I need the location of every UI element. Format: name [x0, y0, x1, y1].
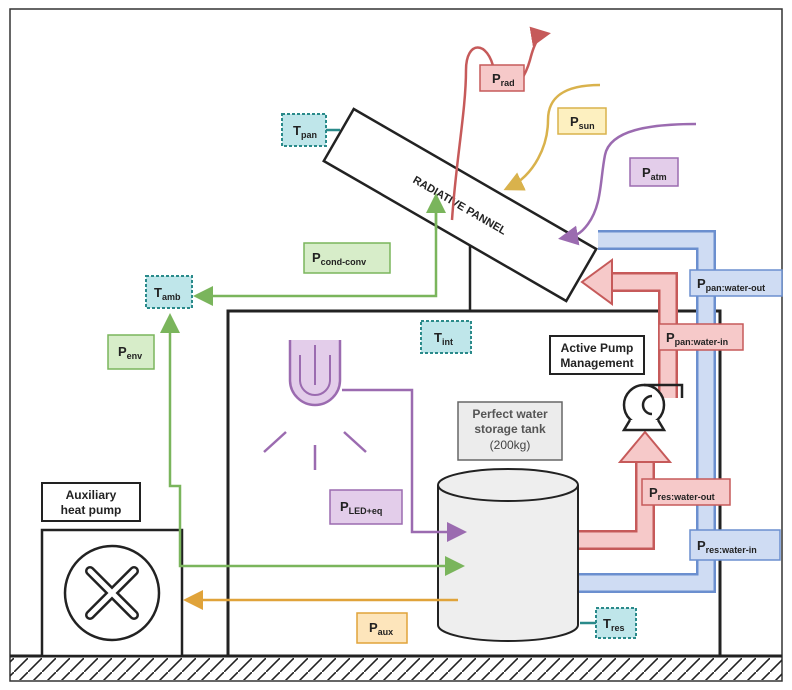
- svg-text:Ppan:water-in: Ppan:water-in: [666, 330, 728, 347]
- label-p-led: PLED+eq: [329, 489, 403, 525]
- label-t-amb: Tamb: [145, 275, 193, 309]
- tank-label-box: [457, 401, 563, 461]
- label-p-res-in: Pres:water-in: [689, 529, 781, 561]
- tank-label-1: Perfect water: [472, 407, 548, 421]
- label-p-env: Penv: [107, 334, 155, 370]
- pump-icon: [621, 383, 684, 432]
- pump-label-box: [549, 335, 645, 375]
- svg-text:Paux: Paux: [369, 620, 393, 637]
- svg-text:Tres: Tres: [603, 616, 624, 633]
- p-led-arrow: [342, 388, 467, 542]
- tank-label-2: storage tank: [474, 422, 546, 436]
- svg-text:Tpan: Tpan: [293, 123, 317, 140]
- label-p-aux: Paux: [356, 612, 408, 644]
- water-tank: [437, 468, 579, 642]
- red-pipe-upper: [612, 274, 676, 398]
- label-p-rad: Prad: [479, 64, 525, 92]
- outer-border: [9, 8, 783, 682]
- label-p-sun: Psun: [557, 107, 607, 135]
- led-lamp-icon: [263, 340, 367, 470]
- svg-text:Psun: Psun: [570, 114, 595, 131]
- p-rad-arrow: [450, 26, 551, 221]
- svg-text:Ppan:water-out: Ppan:water-out: [697, 276, 765, 293]
- label-p-cond-conv: Pcond-conv: [303, 242, 391, 274]
- heat-pump-label-2: heat pump: [61, 503, 122, 517]
- svg-text:Patm: Patm: [642, 165, 667, 182]
- red-arrowhead-lower: [617, 430, 673, 463]
- svg-text:Pcond-conv: Pcond-conv: [312, 250, 366, 267]
- svg-text:PLED+eq: PLED+eq: [340, 499, 382, 516]
- svg-text:Tamb: Tamb: [154, 285, 181, 302]
- svg-text:Prad: Prad: [492, 71, 515, 88]
- label-t-int: Tint: [420, 320, 472, 354]
- label-p-atm: Patm: [629, 157, 679, 187]
- aux-heat-pump: [40, 528, 184, 658]
- heat-pump-label-box: [41, 482, 141, 522]
- svg-text:Pres:water-out: Pres:water-out: [649, 485, 715, 502]
- label-p-res-out: Pres:water-out: [641, 478, 731, 506]
- p-sun-arrow: [503, 83, 601, 191]
- heat-pump-label-1: Auxiliary: [66, 488, 117, 502]
- p-atm-arrow: [558, 122, 697, 246]
- p-env-arrow: [160, 313, 250, 568]
- ground-hatching: [10, 658, 782, 680]
- svg-text:Penv: Penv: [118, 344, 142, 361]
- red-arrowhead-upper: [580, 258, 613, 306]
- label-p-pan-in: Ppan:water-in: [658, 323, 744, 351]
- svg-text:Tint: Tint: [434, 330, 453, 347]
- pump-label-2: Management: [560, 356, 633, 370]
- blue-pipe: [560, 232, 714, 591]
- pump-label-1: Active Pump: [561, 341, 634, 355]
- tank-label-3: (200kg): [490, 438, 531, 452]
- label-p-pan-out: Ppan:water-out: [689, 269, 783, 297]
- label-t-pan: Tpan: [281, 113, 327, 147]
- label-t-res: Tres: [595, 607, 637, 639]
- svg-text:Pres:water-in: Pres:water-in: [697, 538, 757, 555]
